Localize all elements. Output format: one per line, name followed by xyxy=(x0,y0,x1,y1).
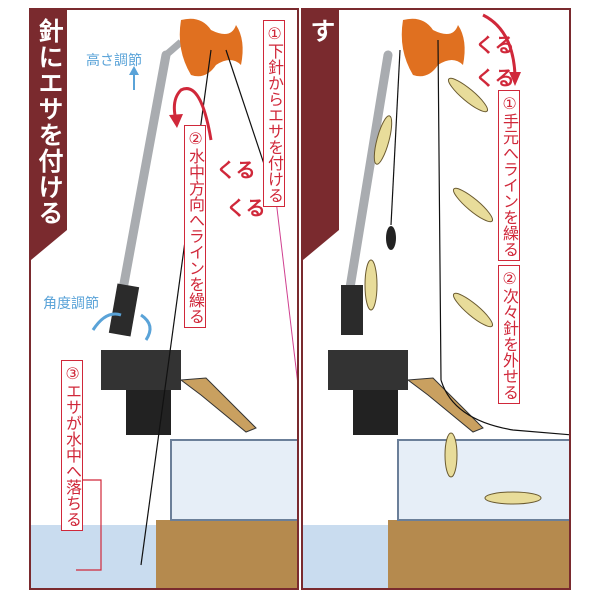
ground-block xyxy=(156,520,297,588)
left-title-banner: 針にエサを付ける xyxy=(31,10,67,260)
right-title-banner: ワカサギを針から外す xyxy=(303,10,339,260)
sinker xyxy=(386,226,396,250)
spin-arrow xyxy=(482,13,517,76)
spin-text-1: くる xyxy=(216,158,256,182)
left-title: 針にエサを付ける xyxy=(35,18,64,226)
right-illustration xyxy=(303,13,569,588)
right-panel: ワカサギを針から外す くる くる ①手元へラインを繰る ②次々針を外せる xyxy=(301,8,571,590)
ice-hole-tank xyxy=(397,439,569,521)
rod-grip xyxy=(108,283,140,337)
left-panel: 針にエサを付ける 高さ調節 角度調節 くる くる ①下針からエサを付ける ②水中… xyxy=(29,8,299,590)
ice-hole-tank xyxy=(170,439,297,521)
step-3-label: ③エサが水中へ落ちる xyxy=(61,360,83,531)
spin-text-2: くる xyxy=(226,196,266,220)
smelt-fish xyxy=(364,77,542,505)
step-2-label: ②次々針を外せる xyxy=(498,265,520,404)
spin-text-1: くる xyxy=(475,33,515,57)
step-2-label: ②水中方向へラインを繰る xyxy=(184,125,206,328)
rod-grip xyxy=(341,285,363,335)
height-adjust-label: 高さ調節 xyxy=(86,53,142,69)
rod-holder xyxy=(328,350,408,390)
rod xyxy=(116,50,171,305)
right-title: ワカサギを針から外す xyxy=(307,18,364,252)
angle-adjust-label: 角度調節 xyxy=(43,296,99,312)
step-1-label: ①手元へラインを繰る xyxy=(498,90,520,261)
spin-arrow xyxy=(172,87,213,141)
rod xyxy=(343,50,393,305)
ground-block xyxy=(388,520,569,588)
spool xyxy=(401,18,465,77)
spin-text-2: くる xyxy=(475,66,515,90)
fishing-line xyxy=(437,39,569,436)
spool xyxy=(179,18,243,77)
step-1-label: ①下針からエサを付ける xyxy=(263,20,285,207)
